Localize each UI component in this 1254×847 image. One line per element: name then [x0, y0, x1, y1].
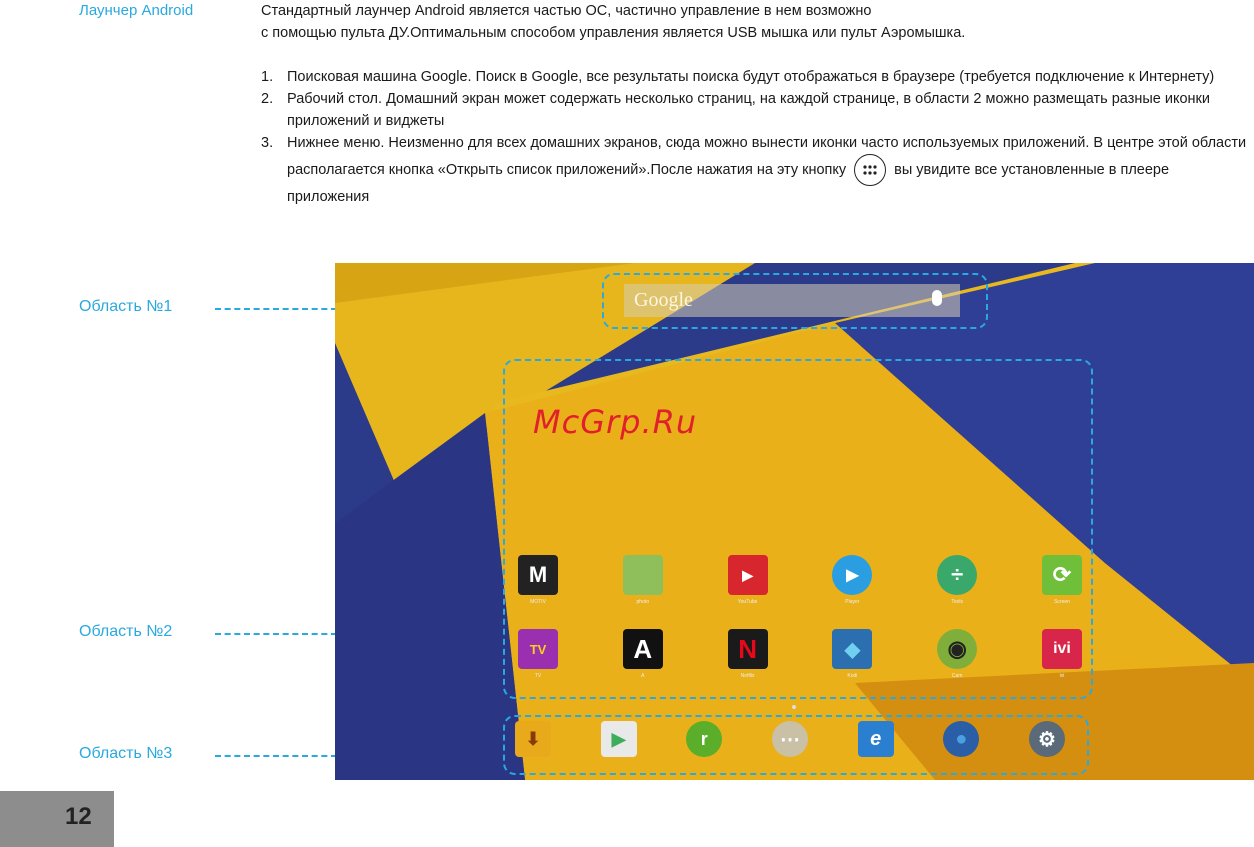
app-shortcut[interactable]: TV TV [515, 629, 561, 679]
intro-text: Стандартный лаунчер Android является час… [261, 0, 1241, 44]
a-app-icon: A [622, 629, 663, 669]
app-label: Tools [951, 599, 964, 605]
area-2-outline [503, 359, 1093, 699]
area-3-leader [215, 755, 337, 757]
app-shortcut[interactable]: ▶ Player [829, 555, 875, 605]
microphone-icon[interactable] [932, 290, 942, 306]
ivi-icon: ivi [1041, 629, 1082, 669]
tools-icon: ÷ [937, 555, 978, 595]
app-shortcut[interactable]: M MOTIV [515, 555, 561, 605]
app-label: Netflix [740, 673, 755, 679]
area-2-leader [215, 633, 337, 635]
page-number-box: 12 [0, 791, 114, 847]
browser-icon[interactable]: e [857, 721, 894, 757]
app-label: Cam [951, 673, 963, 679]
app-label: photo [636, 599, 650, 605]
screen-share-icon: ⟳ [1041, 555, 1082, 595]
globe-icon[interactable]: ● [943, 721, 980, 757]
kodi-icon: ◆ [832, 629, 873, 669]
app-shortcut[interactable]: ivi ivi [1039, 629, 1085, 679]
section-title: Лаунчер Android [79, 2, 194, 19]
tv-app-icon: TV [518, 629, 558, 669]
watermark: McGrp.Ru [533, 403, 698, 441]
settings-icon[interactable]: ⚙ [1028, 721, 1065, 757]
photo-grid-icon [622, 555, 663, 595]
launcher-screenshot: Google McGrp.Ru M MOTIV photo ▶ YouTube ▶ P… [335, 263, 1254, 780]
step-number: 3. [261, 135, 274, 151]
player-icon: ▶ [832, 555, 873, 595]
all-apps-icon [854, 154, 887, 186]
area-1-leader [215, 308, 337, 310]
step-text-before: Нижнее меню. Неизменно для всех домашних… [287, 135, 1247, 178]
area-3-outline [503, 715, 1089, 775]
all-apps-icon[interactable]: ⋯ [771, 721, 808, 757]
play-store-icon[interactable]: ▶ [600, 721, 637, 757]
search-text: Google [634, 289, 693, 311]
app-row: M MOTIV photo ▶ YouTube ▶ Player ÷ Tools ⟳ Sc… [515, 555, 1085, 605]
app-label: YouTube [737, 599, 758, 605]
steps-list: 1. Поисковая машина Google. Поиск в Goog… [261, 66, 1251, 208]
app-shortcut[interactable]: ⟳ Screen [1039, 555, 1085, 605]
intro-line: с помощью пульта ДУ.Оптимальным способом… [261, 25, 966, 41]
app-shortcut[interactable]: ▶ YouTube [725, 555, 771, 605]
step-number: 2. [261, 91, 274, 107]
download-icon[interactable]: ⬇ [515, 721, 551, 757]
app-label: Player [845, 599, 860, 605]
m-app-icon: M [518, 555, 558, 595]
area-3-label: Область №3 [79, 745, 173, 762]
step-item: 2. Рабочий стол. Домашний экран может со… [261, 88, 1251, 132]
app-shortcut[interactable]: ◆ Kodi [829, 629, 875, 679]
camera-app-icon: ◉ [937, 629, 978, 669]
page-indicator-dot [792, 705, 796, 709]
step-number: 1. [261, 69, 274, 85]
app-shortcut[interactable]: N Netflix [725, 629, 771, 679]
app-label: Kodi [847, 673, 858, 679]
step-item: 3. Нижнее меню. Неизменно для всех домаш… [261, 132, 1251, 208]
area-2-label: Область №2 [79, 623, 173, 640]
step-text: Нижнее меню. Неизменно для всех домашних… [287, 132, 1251, 208]
app-label: Screen [1054, 599, 1070, 605]
app-shortcut[interactable]: ÷ Tools [934, 555, 980, 605]
intro-line: Стандартный лаунчер Android является час… [261, 3, 872, 19]
youtube-icon: ▶ [727, 555, 768, 595]
app-label: MOTIV [530, 599, 546, 605]
page-number: 12 [65, 803, 92, 830]
app-shortcut[interactable]: photo [620, 555, 666, 605]
app-shortcut[interactable]: ◉ Cam [934, 629, 980, 679]
step-text: Рабочий стол. Домашний экран может содер… [287, 91, 1210, 129]
netflix-icon: N [727, 629, 768, 669]
app-label: A [641, 673, 645, 679]
bottom-dock: ⬇ ▶ r ⋯ e ● ⚙ [515, 721, 1065, 757]
step-text-after: вы увидите все установленные в плеере пр… [287, 161, 1170, 205]
google-search-bar[interactable]: Google [624, 284, 960, 317]
area-1-outline [602, 273, 988, 329]
area-1-label: Область №1 [79, 298, 173, 315]
green-app-icon[interactable]: r [686, 721, 723, 757]
app-label: ivi [1059, 673, 1065, 679]
app-label: TV [534, 673, 542, 679]
step-text: Поисковая машина Google. Поиск в Google,… [287, 69, 1215, 85]
step-item: 1. Поисковая машина Google. Поиск в Goog… [261, 66, 1251, 88]
